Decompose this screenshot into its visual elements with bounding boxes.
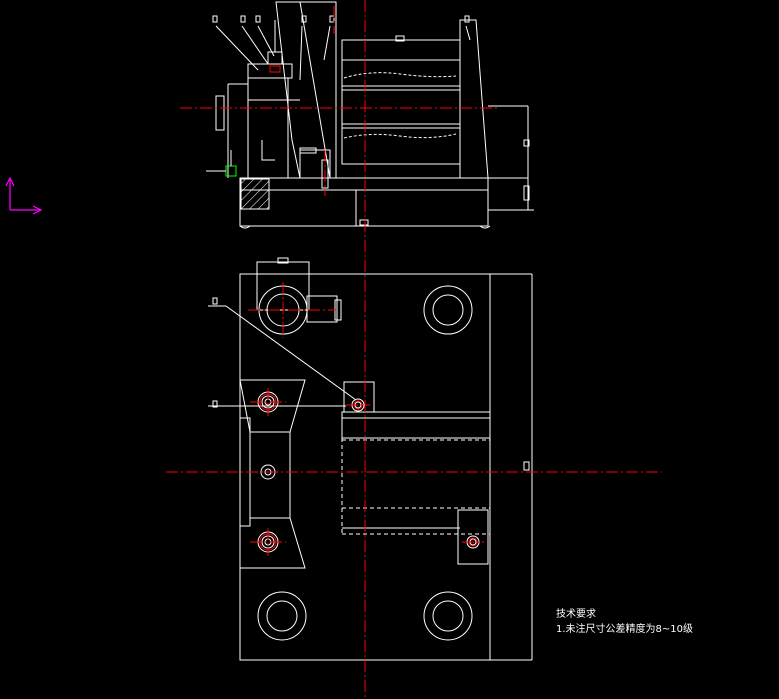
front-section-view: [212, 1, 534, 229]
notes-title: 技术要求: [556, 609, 596, 620]
centerlines: [166, 0, 662, 699]
ucs-axis-icon: [5, 176, 43, 215]
notes-item-1: 1.未注尺寸公差精度为8~10级: [556, 624, 694, 635]
screw-markers: [259, 65, 478, 551]
technical-requirements: 技术要求 1.未注尺寸公差精度为8~10级: [556, 607, 693, 637]
snap-marker: [206, 150, 237, 177]
plan-view: [208, 257, 533, 661]
